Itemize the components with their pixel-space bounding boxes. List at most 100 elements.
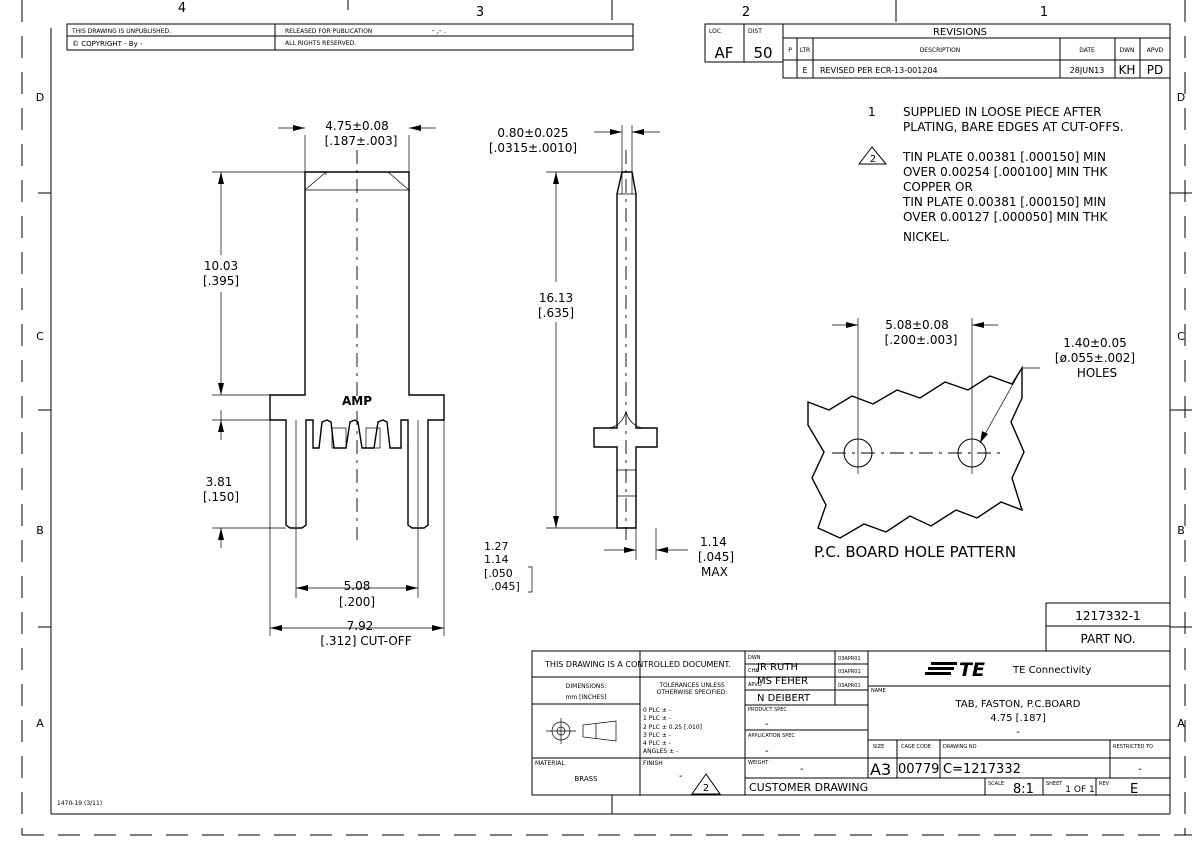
- board-view-title: P.C. BOARD HOLE PATTERN: [814, 543, 1016, 561]
- material-label: MATERIAL: [535, 760, 565, 767]
- cage-code-value: 00779: [898, 762, 939, 777]
- tolerance-0plc: 0 PLC ± -: [643, 707, 671, 714]
- customer-drawing: CUSTOMER DRAWING: [749, 781, 868, 794]
- dim-side-length-in: [.635]: [538, 306, 574, 320]
- drawing-no-label: DRAWING NO: [943, 744, 977, 750]
- tolerance-angles: ANGLES ± -: [643, 748, 678, 755]
- dimensions-label: DIMENSIONS:: [566, 683, 606, 690]
- zone-top-2: 2: [742, 5, 750, 20]
- rev-col-p: P: [788, 47, 792, 54]
- apvd-name: N DEIBERT: [757, 693, 811, 704]
- sheet-border: [21, 0, 1192, 836]
- app-spec-label: APPLICATION SPEC: [748, 733, 795, 739]
- dim-leg-length-in: [.150]: [203, 490, 239, 504]
- sheet-value: 1 OF 1: [1065, 785, 1094, 795]
- dim-tab-length-mm: 10.03: [204, 259, 238, 273]
- note-2-line-2: OVER 0.00254 [.000100] MIN THK: [903, 165, 1108, 179]
- rev-date: 28JUN13: [1070, 66, 1105, 75]
- rev-ltr: E: [802, 66, 807, 75]
- zone-left-c: C: [36, 330, 44, 343]
- dim-thickness-in: [.0315±.0010]: [489, 141, 577, 155]
- zone-left-d: D: [36, 91, 44, 104]
- dim-max-in: [.045]: [698, 550, 734, 564]
- released-value: - ,- .: [432, 27, 446, 35]
- finish-note-flag-triangle: [691, 773, 721, 795]
- tab-side-view: 0.80±0.025 [.0315±.0010] 16.13 [.635] 1.…: [489, 125, 734, 579]
- dim-leg-width-d: .045]: [491, 580, 520, 593]
- tab-front-view: AMP 4.75±0.08 [.187±.003] 10.03 [.395] 3…: [203, 119, 533, 648]
- zone-right-c: C: [1177, 330, 1185, 343]
- rev-label: REV: [1099, 781, 1110, 787]
- company-name: TE Connectivity: [1012, 665, 1091, 676]
- note-1-number: 1: [868, 105, 876, 119]
- rights-reserved: ALL RIGHTS RESERVED.: [285, 40, 356, 47]
- rev-col-dwn: DWN: [1119, 47, 1134, 54]
- revisions-title: REVISIONS: [933, 27, 987, 38]
- copyright-note: © COPYRIGHT - By -: [72, 40, 143, 48]
- dim-hole-dia-in: [ø.055±.002]: [1055, 351, 1135, 365]
- part-number: 1217332-1: [1075, 609, 1140, 623]
- rev-col-desc: DESCRIPTION: [920, 47, 961, 54]
- note-2-flag-triangle: [857, 146, 888, 165]
- zone-left-a: A: [36, 717, 44, 730]
- loc-dist-block: LOC DIST AF 50: [704, 23, 784, 63]
- zone-right-a: A: [1177, 717, 1185, 730]
- finish-dash: -: [679, 771, 683, 782]
- dim-tab-width-in: [.187±.003]: [325, 134, 398, 148]
- loc-value: AF: [715, 44, 734, 62]
- dim-tab-length-in: [.395]: [203, 274, 239, 288]
- zone-left-b: B: [36, 524, 44, 537]
- amp-mark: AMP: [342, 394, 372, 408]
- dim-leg-spacing-in: [.200]: [339, 595, 375, 609]
- side-outline: [593, 171, 658, 529]
- size-value: A3: [870, 760, 891, 779]
- controlled-document: THIS DRAWING IS A CONTROLLED DOCUMENT.: [544, 660, 731, 669]
- part-number-box: 1217332-1 PART NO.: [1045, 602, 1171, 652]
- restricted-value: -: [1138, 764, 1142, 775]
- dim-side-length-mm: 16.13: [539, 291, 573, 305]
- note-2-line-4: TIN PLATE 0.00381 [.000150] MIN: [902, 195, 1106, 209]
- pc-board-hole-pattern: 5.08±0.08 [.200±.003] 1.40±0.05 [ø.055±.…: [807, 318, 1135, 561]
- loc-label: LOC: [709, 28, 721, 35]
- revisions-table: REVISIONS P LTR DESCRIPTION DATE DWN APV…: [782, 23, 1171, 79]
- finish-label: FINISH: [643, 760, 663, 767]
- dist-value: 50: [753, 44, 772, 62]
- sheet-label: SHEET: [1046, 781, 1063, 787]
- dwn-name: JR RUTH: [756, 662, 798, 673]
- tolerance-label-2: OTHERWISE SPECIFIED:: [657, 689, 728, 696]
- cage-code-label: CAGE CODE: [901, 744, 931, 750]
- rev-col-date: DATE: [1079, 47, 1095, 54]
- chk-label: CHK: [748, 668, 759, 674]
- apvd-label: APVD: [748, 682, 762, 688]
- restricted-label: RESTRICTED TO: [1113, 744, 1153, 750]
- zone-labels: 4 3 2 1 D C B A D C B A: [36, 1, 1185, 730]
- title-block: THIS DRAWING IS A CONTROLLED DOCUMENT. D…: [531, 650, 1171, 797]
- notes: 1 SUPPLIED IN LOOSE PIECE AFTER PLATING,…: [857, 105, 1124, 244]
- te-logo: TE: [925, 659, 985, 681]
- part-number-label: PART NO.: [1080, 632, 1135, 646]
- rev-apvd: PD: [1147, 63, 1163, 77]
- scale-value: 8:1: [1013, 782, 1034, 797]
- size-label: SIZE: [873, 744, 884, 750]
- unpublished-note: THIS DRAWING IS UNPUBLISHED.: [71, 28, 171, 35]
- tolerance-4plc: 4 PLC ± -: [643, 740, 671, 747]
- rev-col-apvd: APVD: [1147, 47, 1164, 54]
- note-2-line-6: NICKEL.: [903, 230, 950, 244]
- app-spec-value: -: [765, 746, 769, 757]
- dim-hole-spacing-mm: 5.08±0.08: [885, 318, 949, 332]
- product-spec-label: PRODUCT SPEC: [748, 707, 787, 713]
- zone-right-b: B: [1177, 524, 1185, 537]
- dimensions-unit: mm [INCHES]: [566, 694, 607, 701]
- rev-desc: REVISED PER ECR-13-001204: [820, 66, 938, 75]
- dim-leg-length-mm: 3.81: [206, 475, 233, 489]
- chk-date: 03APR01: [838, 669, 861, 675]
- tolerance-3plc: 3 PLC ± -: [643, 732, 671, 739]
- material-value: BRASS: [574, 775, 598, 783]
- name-label: NAME: [871, 688, 886, 694]
- dim-leg-width-c: [.050: [484, 567, 513, 580]
- rev-col-ltr: LTR: [800, 47, 810, 54]
- form-number: 1470-19 (3/11): [57, 800, 102, 807]
- note-2-number: 2: [870, 154, 876, 165]
- dim-hole-dia-mm: 1.40±0.05: [1063, 336, 1127, 350]
